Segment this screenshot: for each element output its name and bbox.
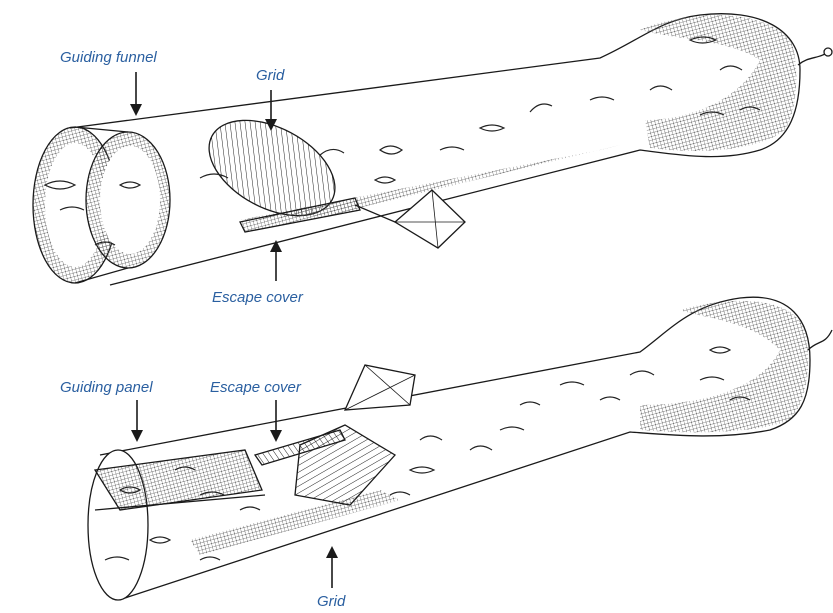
bottom-escape-kite bbox=[345, 365, 415, 410]
arrow-guiding-panel bbox=[131, 400, 143, 442]
label-top-grid: Grid bbox=[256, 68, 284, 83]
arrow-bottom-grid bbox=[326, 546, 338, 588]
bottom-trawl bbox=[88, 297, 832, 600]
label-guiding-funnel: Guiding funnel bbox=[60, 50, 157, 65]
label-bottom-escape-cover: Escape cover bbox=[210, 380, 301, 395]
arrow-top-escape-cover bbox=[270, 240, 282, 281]
label-bottom-grid: Grid bbox=[317, 594, 345, 609]
label-top-escape-cover: Escape cover bbox=[212, 290, 303, 305]
arrow-guiding-funnel bbox=[130, 72, 142, 116]
label-guiding-panel: Guiding panel bbox=[60, 380, 153, 395]
